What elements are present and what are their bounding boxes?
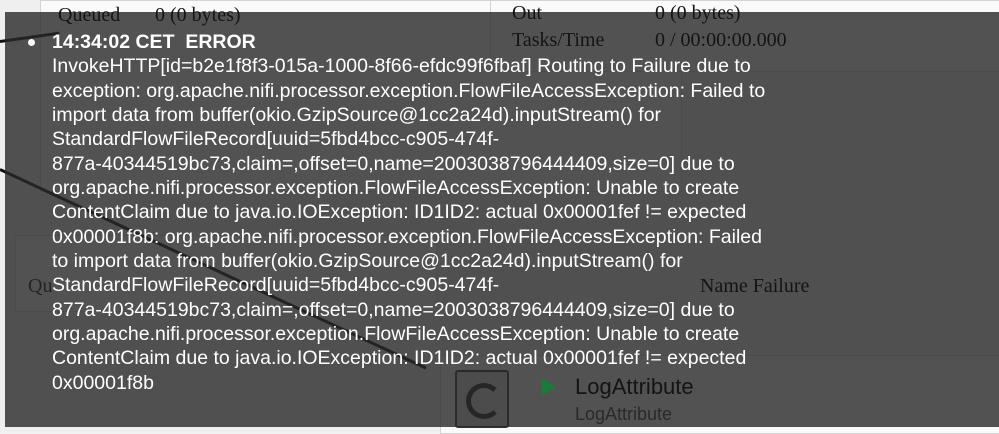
message-line: to import data from buffer(okio.GzipSour…	[52, 250, 683, 273]
out-value: 0 (0 bytes)	[655, 2, 741, 24]
queued-value: 0 (0 bytes)	[155, 4, 241, 26]
tasks-value: 0 / 00:00:00.000	[655, 29, 787, 51]
message-line: StandardFlowFileRecord[uuid=5fbd4bcc-c90…	[52, 128, 500, 151]
message-line: import data from buffer(okio.GzipSource@…	[52, 104, 662, 127]
processor-name: LogAttribute	[575, 374, 694, 399]
bulletin-entry: 14:34:02 CET ERROR InvokeHTTP[id=b2e1f8f…	[28, 30, 765, 395]
processor-type: LogAttribute	[575, 404, 673, 424]
queued-label: Queued	[58, 4, 121, 26]
tasks-label: Tasks/Time	[512, 29, 605, 51]
bullet-icon	[28, 39, 35, 46]
message-line: 877a-40344519bc73,claim=,offset=0,name=2…	[52, 298, 735, 321]
message-line: InvokeHTTP[id=b2e1f8f3-015a-1000-8f66-ef…	[52, 55, 751, 78]
bulletin-header: 14:34:02 CET ERROR	[52, 30, 765, 54]
message-line: org.apache.nifi.processor.exception.Flow…	[52, 323, 740, 346]
message-line: 0x00001f8b: org.apache.nifi.processor.ex…	[52, 225, 762, 248]
bulletin-level: ERROR	[185, 31, 256, 53]
message-line: ContentClaim due to java.io.IOException:…	[52, 201, 747, 224]
bulletin-tooltip: 14:34:02 CET ERROR InvokeHTTP[id=b2e1f8f…	[5, 12, 999, 427]
message-line: exception: org.apache.nifi.processor.exc…	[52, 79, 766, 102]
message-line: 0x00001f8b	[52, 371, 154, 394]
connection-name: Name Failure	[700, 275, 810, 297]
out-label: Out	[512, 2, 542, 24]
message-line: StandardFlowFileRecord[uuid=5fbd4bcc-c90…	[52, 274, 500, 297]
bulletin-timestamp: 14:34:02 CET	[52, 31, 175, 53]
message-line: ContentClaim due to java.io.IOException:…	[52, 347, 747, 370]
message-line: 877a-40344519bc73,claim=,offset=0,name=2…	[52, 152, 735, 175]
bulletin-message: InvokeHTTP[id=b2e1f8f3-015a-1000-8f66-ef…	[52, 54, 765, 395]
message-line: org.apache.nifi.processor.exception.Flow…	[52, 177, 740, 200]
running-play-icon	[542, 378, 556, 396]
